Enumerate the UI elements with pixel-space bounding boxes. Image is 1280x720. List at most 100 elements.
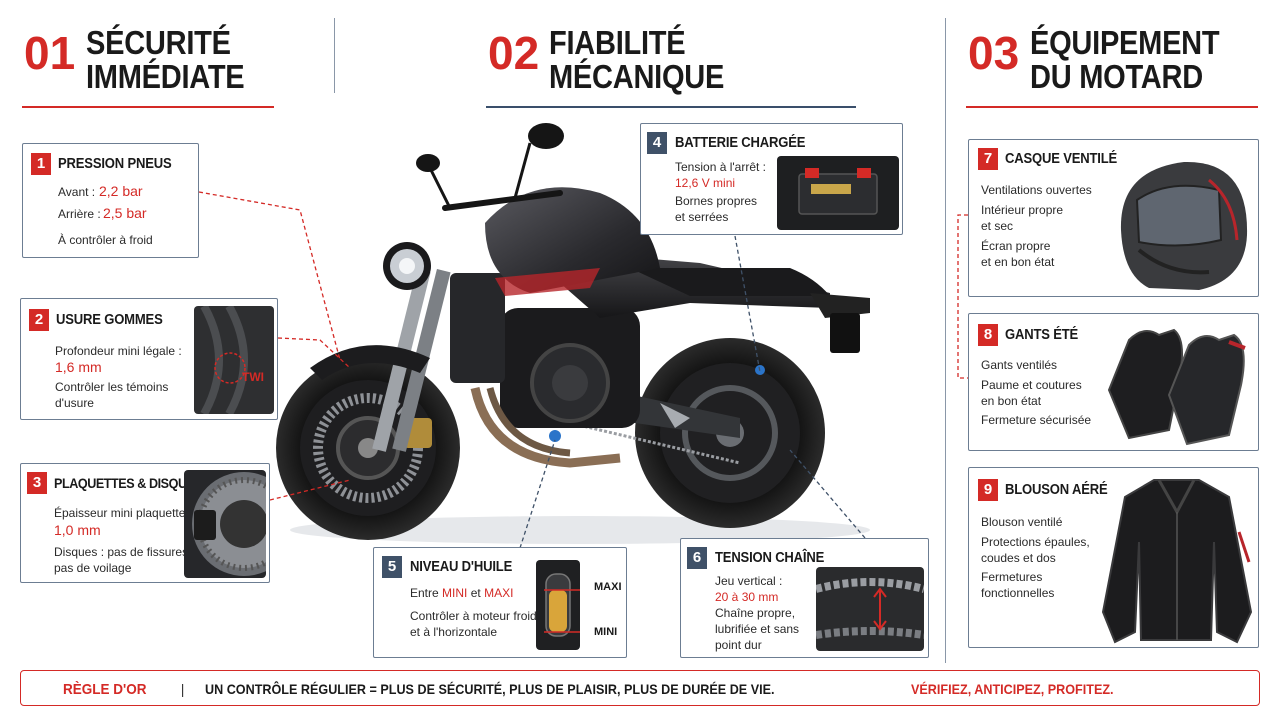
card-badge-1: 1 bbox=[31, 153, 51, 175]
card-badge-5: 5 bbox=[382, 556, 402, 578]
card-badge-6: 6 bbox=[687, 547, 707, 569]
oil-check-text-1: Contrôler à moteur froid bbox=[410, 609, 537, 623]
card-title-7: CASQUE VENTILÉ bbox=[1005, 151, 1118, 167]
card-oil-level: 5 NIVEAU D'HUILE Entre MINI et MAXI Cont… bbox=[373, 547, 627, 658]
fuel-tank bbox=[485, 187, 660, 293]
handlebar bbox=[442, 190, 563, 211]
battery-marker bbox=[755, 365, 765, 375]
seat bbox=[630, 268, 830, 296]
wear-indicator-text-1: Contrôler les témoins bbox=[55, 380, 169, 394]
golden-rule-slogan: VÉRIFIEZ, ANTICIPEZ, PROFITEZ. bbox=[911, 681, 1114, 697]
jacket-text-1: Blouson ventilé bbox=[981, 515, 1063, 529]
helmet-text-2: Intérieur propre bbox=[981, 203, 1064, 217]
oil-check-text-2: et à l'horizontale bbox=[410, 625, 498, 639]
jacket-icon bbox=[1101, 479, 1253, 644]
gloves-icon bbox=[1107, 328, 1246, 446]
section-title-01: SÉCURITÉ IMMÉDIATE bbox=[86, 24, 245, 95]
license-plate-holder bbox=[830, 313, 860, 353]
mirror-right bbox=[528, 123, 564, 149]
chain-play-value: 20 à 30 mm bbox=[715, 590, 779, 604]
chain-care-text-3: point dur bbox=[715, 638, 762, 652]
chain-play-label: Jeu vertical : bbox=[715, 574, 783, 588]
section-title-01-line2: IMMÉDIATE bbox=[86, 58, 245, 95]
jacket-text-5: fonctionnelles bbox=[981, 586, 1055, 600]
helmet-text-4: Écran propre bbox=[981, 239, 1051, 253]
section-title-03-line1: ÉQUIPEMENT bbox=[1030, 24, 1220, 61]
card-helmet: 7 CASQUE VENTILÉ Ventilations ouvertes I… bbox=[968, 139, 1259, 297]
golden-rule-message: UN CONTRÔLE RÉGULIER = PLUS DE SÉCURITÉ,… bbox=[205, 681, 775, 697]
card-gloves: 8 GANTS ÉTÉ Gants ventilés Paume et cout… bbox=[968, 313, 1259, 451]
battery-photo bbox=[777, 156, 899, 230]
rear-pressure-label: Arrière : bbox=[58, 207, 101, 221]
motorcycle-illustration bbox=[276, 123, 870, 544]
pressure-note: À contrôler à froid bbox=[58, 233, 153, 247]
radiator bbox=[450, 273, 505, 383]
battery-terminals-text-1: Bornes propres bbox=[675, 194, 758, 208]
golden-rule-separator: | bbox=[181, 681, 185, 697]
card-title-2: USURE GOMMES bbox=[56, 312, 163, 328]
tread-depth-label: Profondeur mini légale : bbox=[55, 344, 182, 358]
section-rule-01 bbox=[22, 106, 274, 108]
disc-check-text-2: pas de voilage bbox=[54, 561, 132, 575]
card-tire-pressure: 1 PRESSION PNEUS Avant : 2,2 bar Arrière… bbox=[22, 143, 199, 258]
section-title-03-line2: DU MOTARD bbox=[1030, 58, 1203, 95]
gloves-text-2: Paume et coutures bbox=[981, 378, 1082, 392]
gauge-maxi-label: MAXI bbox=[594, 581, 622, 593]
card-title-6: TENSION CHAÎNE bbox=[715, 550, 825, 566]
oil-range-text: Entre MINI et MAXI bbox=[410, 585, 513, 601]
section-number-03: 03 bbox=[968, 27, 1020, 79]
tire-tread-photo: TWI bbox=[194, 306, 274, 414]
section-title-02: FIABILITÉ MÉCANIQUE bbox=[549, 26, 724, 94]
section-number-01: 01 bbox=[24, 27, 76, 79]
card-jacket: 9 BLOUSON AÉRÉ Blouson ventilé Protectio… bbox=[968, 467, 1259, 648]
twi-label: TWI bbox=[242, 370, 264, 384]
oil-marker bbox=[549, 430, 561, 442]
card-badge-7: 7 bbox=[978, 148, 998, 170]
card-badge-8: 8 bbox=[978, 324, 998, 346]
pad-thickness-value: 1,0 mm bbox=[54, 522, 101, 538]
oil-range-maxi: MAXI bbox=[484, 586, 514, 600]
section-title-02-line2: MÉCANIQUE bbox=[549, 58, 725, 95]
section-title-03: ÉQUIPEMENT DU MOTARD bbox=[1030, 24, 1220, 95]
card-badge-3: 3 bbox=[27, 472, 47, 494]
chain-care-text-1: Chaîne propre, bbox=[715, 606, 796, 620]
card-title-5: NIVEAU D'HUILE bbox=[410, 559, 513, 575]
gloves-text-1: Gants ventilés bbox=[981, 358, 1058, 372]
front-pressure-value: 2,2 bar bbox=[99, 183, 143, 199]
card-battery: 4 BATTERIE CHARGÉE Tension à l'arrêt : 1… bbox=[640, 123, 903, 235]
helmet-text-5: et en bon état bbox=[981, 255, 1055, 269]
mirror-left bbox=[416, 154, 440, 172]
section-title-01-line1: SÉCURITÉ bbox=[86, 24, 231, 61]
battery-terminals-text-2: et serrées bbox=[675, 210, 729, 224]
rear-pressure-value: 2,5 bar bbox=[103, 205, 147, 221]
oil-range-prefix: Entre bbox=[410, 586, 439, 600]
helmet-text-1: Ventilations ouvertes bbox=[981, 183, 1092, 197]
battery-voltage-value: 12,6 V mini bbox=[675, 176, 736, 190]
tread-depth-value: 1,6 mm bbox=[55, 359, 102, 375]
pad-thickness-label: Épaisseur mini plaquettes : bbox=[54, 506, 199, 520]
card-chain-tension: 6 TENSION CHAÎNE Jeu vertical : 20 à 30 … bbox=[680, 538, 929, 658]
jacket-text-2: Protections épaules, bbox=[981, 535, 1090, 549]
brake-disc-photo bbox=[184, 470, 266, 578]
card-title-8: GANTS ÉTÉ bbox=[1005, 327, 1079, 343]
chain-care-text-2: lubrifiée et sans bbox=[715, 622, 800, 636]
jacket-text-4: Fermetures bbox=[981, 570, 1043, 584]
disc-check-text-1: Disques : pas de fissures, bbox=[54, 545, 192, 559]
section-rule-02 bbox=[486, 106, 856, 108]
section-title-02-line1: FIABILITÉ bbox=[549, 24, 686, 61]
card-badge-9: 9 bbox=[978, 479, 998, 501]
front-pressure-label: Avant : bbox=[58, 185, 96, 199]
card-tire-wear: 2 USURE GOMMES Profondeur mini légale : … bbox=[20, 298, 278, 420]
oil-range-mini: MINI bbox=[442, 586, 468, 600]
golden-rule-banner: RÈGLE D'OR | UN CONTRÔLE RÉGULIER = PLUS… bbox=[20, 670, 1260, 706]
column-separator-1 bbox=[334, 18, 335, 93]
chain-photo bbox=[816, 567, 924, 651]
helmet-text-3: et sec bbox=[981, 219, 1014, 233]
oil-sight-glass bbox=[536, 560, 580, 650]
card-title-4: BATTERIE CHARGÉE bbox=[675, 135, 806, 151]
gauge-mini-label: MINI bbox=[594, 626, 618, 638]
section-rule-03 bbox=[966, 106, 1258, 108]
oil-range-and: et bbox=[470, 586, 481, 600]
card-title-3: PLAQUETTES & DISQUES bbox=[54, 475, 203, 491]
helmet-icon bbox=[1120, 161, 1248, 290]
